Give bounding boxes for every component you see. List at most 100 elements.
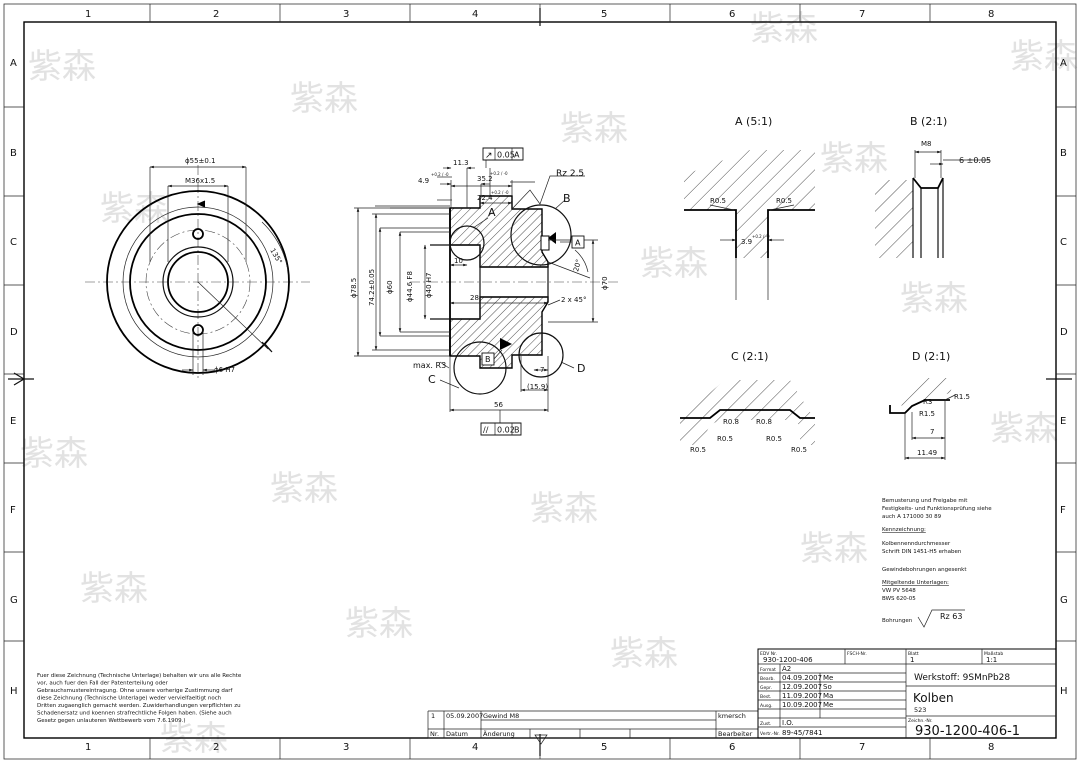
dim-outer-diameter: ϕ55±0.1 [185, 157, 216, 165]
svg-text:紫森: 紫森 [610, 634, 678, 674]
svg-text:1:1: 1:1 [986, 656, 997, 664]
detail-d-r3: R3 [923, 398, 932, 406]
copyright-notice: Fuer diese Zeichnung (Technische Unterla… [37, 673, 242, 724]
svg-text:3: 3 [343, 742, 349, 753]
svg-text:Vertr.-Nr.: Vertr.-Nr. [760, 731, 780, 737]
svg-text:A2: A2 [782, 665, 791, 673]
drawing-number: 930-1200-406-1 [915, 724, 1020, 739]
svg-text:10.09.2007: 10.09.2007 [782, 701, 822, 709]
dim-56: 56 [494, 401, 503, 409]
dim-78-5: ϕ78.5 [350, 278, 358, 298]
detail-label-d: D [577, 362, 585, 375]
svg-text:紫森: 紫森 [160, 719, 228, 759]
notes-rz: Rz 63 [940, 612, 962, 621]
svg-text:89-45/7841: 89-45/7841 [782, 729, 823, 737]
dim-7: 7 [540, 366, 544, 374]
svg-text:G: G [10, 595, 18, 606]
svg-text:H: H [10, 686, 18, 697]
runout-datum: A [514, 151, 520, 160]
svg-text:紫森: 紫森 [560, 109, 628, 149]
runout-value: 0.05 [497, 151, 515, 160]
svg-text:F: F [10, 505, 16, 516]
svg-text:4: 4 [472, 742, 478, 753]
dim-22-4: 22.4 [477, 194, 493, 202]
svg-text:kmersch: kmersch [718, 712, 746, 720]
detail-b-dim: 6 ±0.05 [959, 156, 991, 165]
detail-label-a: A [488, 206, 496, 219]
dim-20deg: 20° [572, 258, 583, 272]
svg-text:auch A 171000 30 89: auch A 171000 30 89 [882, 514, 942, 520]
svg-text:Zust.: Zust. [760, 721, 771, 727]
svg-text:Blatt: Blatt [908, 651, 919, 657]
dim-4-9: 4.9 [418, 177, 429, 185]
tol-4-9: +0.2 / -0 [431, 172, 449, 177]
svg-text:Datum: Datum [446, 730, 468, 738]
detail-a-dim: 3.9 [741, 238, 752, 246]
dim-hole: ϕ6 H7 [214, 366, 235, 374]
detail-a-tol: +0.2 / -0 [752, 234, 770, 239]
svg-text:紫森: 紫森 [290, 79, 358, 119]
svg-text:So: So [823, 683, 832, 691]
svg-text:紫森: 紫森 [1010, 37, 1078, 77]
svg-text:I.O.: I.O. [782, 719, 794, 727]
svg-text:D: D [10, 327, 18, 338]
detail-c-title: C (2:1) [731, 350, 768, 363]
detail-c-r05-d: R0.5 [791, 446, 807, 454]
svg-text:紫森: 紫森 [20, 434, 88, 474]
svg-text:紫森: 紫森 [28, 47, 96, 87]
detail-d-dim-7: 7 [930, 428, 934, 436]
svg-text:紫森: 紫森 [640, 244, 708, 284]
svg-text:6: 6 [729, 9, 735, 20]
dim-74-2: 74.2±0.05 [368, 269, 376, 306]
svg-text:Kennzeichnung:: Kennzeichnung: [882, 527, 926, 533]
svg-text:紫森: 紫森 [900, 279, 968, 319]
dim-thread: M36x1.5 [185, 177, 215, 185]
svg-text:G: G [1060, 595, 1068, 606]
surface-roughness: Rz 2.5 [556, 169, 584, 179]
svg-text:Schadenersatz und koennen stra: Schadenersatz und koennen strafrechtlich… [37, 711, 232, 717]
dim-chamfer: 2 x 45° [561, 296, 586, 304]
grid-labels: 1 2 3 4 5 6 7 8 1 2 3 4 5 6 7 8 A B C D … [10, 9, 1068, 753]
dim-10: 10 [454, 257, 463, 265]
detail-c: C (2:1) R0.8 R0.8 R0.5 R0.5 R0.5 R0.5 [680, 350, 815, 454]
svg-text:Nr.: Nr. [430, 730, 439, 738]
svg-text:2: 2 [213, 9, 219, 20]
dim-40: ϕ40 H7 [425, 273, 433, 298]
detail-d: D (2:1) R1.5 R3 R1.5 7 11.49 [889, 350, 970, 460]
detail-d-r15-a: R1.5 [954, 393, 970, 401]
svg-text:H: H [1060, 686, 1068, 697]
svg-text:B: B [1060, 148, 1067, 159]
svg-text:5: 5 [601, 742, 607, 753]
svg-text:紫森: 紫森 [100, 189, 168, 229]
svg-text:BWS 620-05: BWS 620-05 [882, 596, 916, 602]
svg-text:VW PV 5648: VW PV 5648 [882, 588, 916, 594]
svg-text:E: E [1060, 416, 1066, 427]
svg-text:Me: Me [823, 701, 833, 709]
svg-text:EDV Nr.: EDV Nr. [760, 651, 777, 657]
svg-text:8: 8 [988, 742, 994, 753]
detail-d-dim-11-49: 11.49 [917, 449, 937, 457]
detail-a: A (5:1) R0.5 R0.5 3.9 +0.2 / -0 [684, 115, 815, 300]
detail-b-thread: M8 [921, 140, 932, 148]
dim-35-2: 35.2 [477, 175, 493, 183]
dim-60: ϕ60 [386, 280, 394, 294]
svg-text:A: A [1060, 58, 1067, 69]
svg-text:紫森: 紫森 [990, 409, 1058, 449]
svg-text:Gebrauchsmustereintragung. Ohn: Gebrauchsmustereintragung. Ohne unsere v… [37, 688, 234, 694]
svg-text:Zeichn.-Nr.: Zeichn.-Nr. [908, 718, 933, 724]
svg-text:Bemusterung und Freigabe mit: Bemusterung und Freigabe mit [882, 498, 968, 504]
side-view: ϕ55±0.1 M36x1.5 135° ϕ6 H7 [85, 157, 310, 378]
detail-a-r-right: R0.5 [776, 197, 792, 205]
detail-label-c: C [428, 373, 436, 386]
part-title: Kolben [913, 691, 954, 705]
svg-text:523: 523 [914, 706, 926, 714]
svg-text:2: 2 [213, 742, 219, 753]
dim-max-r3: max. R3 [413, 361, 446, 370]
svg-text:1: 1 [431, 712, 435, 720]
svg-text:11.09.2007: 11.09.2007 [782, 692, 822, 700]
datum-a: A [575, 239, 581, 248]
runout-symbol: ↗ [485, 151, 493, 161]
svg-text:Bohrungen: Bohrungen [882, 618, 913, 624]
svg-text:5: 5 [601, 9, 607, 20]
svg-text:Mitgeltende Unterlagen:: Mitgeltende Unterlagen: [882, 580, 949, 586]
